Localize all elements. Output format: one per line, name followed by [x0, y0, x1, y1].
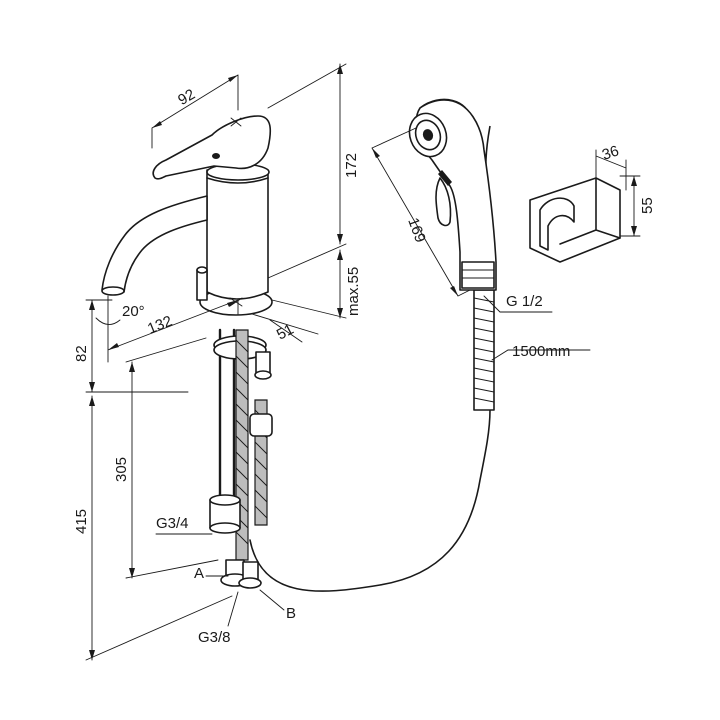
label-g34: G3/4 — [156, 515, 189, 532]
faucet-spout — [101, 195, 208, 293]
dim-max55: max.55 — [345, 267, 362, 316]
dim-82: 82 — [73, 345, 90, 362]
label-a: A — [194, 565, 204, 582]
shower-holder — [529, 177, 621, 263]
label-g38: G3/8 — [198, 629, 231, 646]
faucet-handle — [152, 115, 272, 180]
dim-415: 415 — [73, 509, 90, 534]
shower-hose — [249, 409, 491, 592]
label-b: B — [286, 605, 296, 622]
dim-36: 36 — [600, 142, 621, 163]
dim-51: 51 — [274, 321, 297, 344]
label-g12: G 1/2 — [506, 293, 543, 310]
dimension-labels: 92 172 max.55 132 20° 51 82 305 415 169 … — [73, 86, 656, 646]
dim-305: 305 — [113, 457, 130, 482]
dim-169: 169 — [404, 216, 429, 245]
dim-132: 132 — [145, 313, 175, 338]
hand-shower — [408, 98, 497, 291]
dim-92: 92 — [175, 86, 198, 109]
faucet-assembly — [101, 115, 273, 589]
faucet-body — [206, 169, 269, 300]
dimension-lines — [85, 63, 641, 661]
dim-172: 172 — [343, 153, 360, 178]
dim-20deg: 20° — [122, 303, 145, 320]
dim-55: 55 — [639, 197, 656, 214]
label-1500mm: 1500mm — [512, 343, 570, 360]
